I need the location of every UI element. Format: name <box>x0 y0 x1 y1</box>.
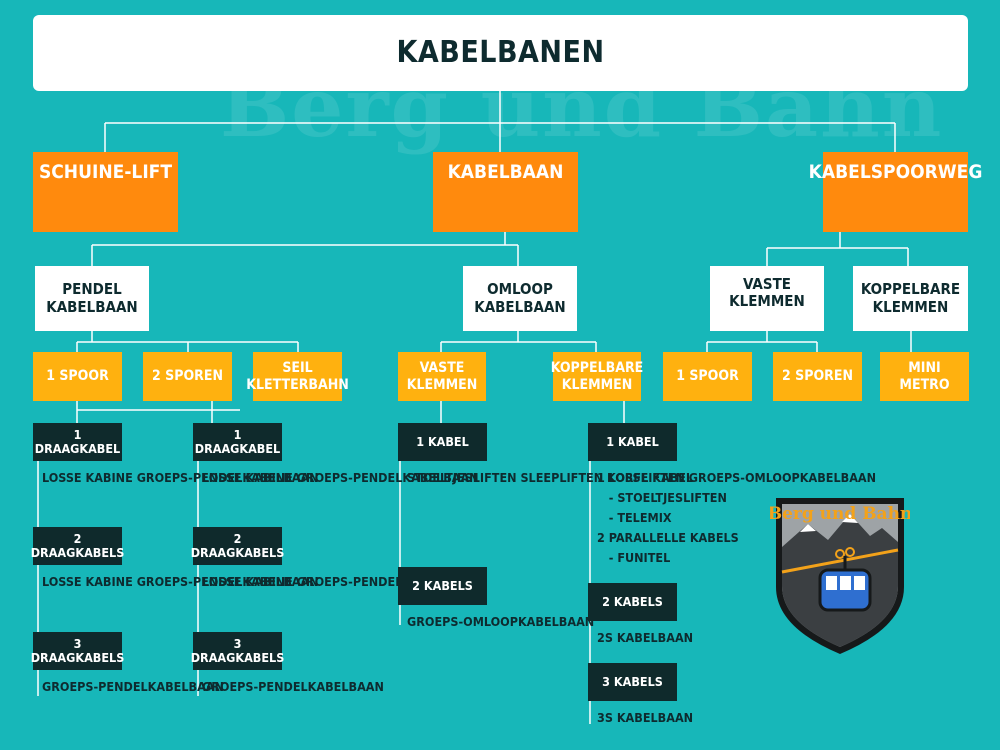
node-kabelspoorweg: KABELSPOORWEG <box>809 152 982 232</box>
list-c-1: STOELTJESLIFTEN SLEEPLIFTEN KORFLIFTEN G… <box>407 470 877 485</box>
berg-und-bahn-logo: Berg und Bahn <box>770 498 910 654</box>
node-schuine-lift: SCHUINE-LIFT <box>33 152 178 232</box>
node-vaste-klemmen-top: VASTE KLEMMEN <box>710 266 824 331</box>
gondola-window-icon <box>826 576 837 590</box>
node-d-2-kabels: 2 KABELS <box>588 583 677 621</box>
node-koppelbare-klemmen-top: KOPPELBARE KLEMMEN <box>853 266 968 331</box>
node-b-3-draagkabels: 3 DRAAGKABELS <box>191 632 284 670</box>
node-d-1-kabel: 1 KABEL <box>588 423 677 461</box>
logo-text: Berg und Bahn <box>770 504 910 524</box>
list-a-2: LOSSE KABINE GROEPS-PENDELKABELBAAN <box>42 574 319 589</box>
list-b-1: LOSSE KABINE GROEPS-PENDELKABELBAAN <box>202 470 479 485</box>
list-c-2: GROEPS-OMLOOPKABELBAAN <box>407 614 595 629</box>
node-a-1-draagkabel: 1 DRAAGKABEL <box>33 423 122 461</box>
list-d-3: 3S KABELBAAN <box>597 710 694 725</box>
gondola-window-icon-2 <box>840 576 851 590</box>
list-d-2: 2S KABELBAAN <box>597 630 694 645</box>
list-a-1: LOSSE KABINE GROEPS-PENDELKABELBAAN <box>42 470 319 485</box>
node-omloop-kabelbaan: OMLOOP KABELBAAN <box>463 266 577 331</box>
list-a-3: GROEPS-PENDELKABELBAAN <box>42 679 224 694</box>
node-right-2-sporen: 2 SPOREN <box>773 352 862 401</box>
node-pendel-kabelbaan: PENDEL KABELBAAN <box>35 266 149 331</box>
pulley-icon <box>835 549 845 559</box>
node-c-2-kabels: 2 KABELS <box>398 567 487 605</box>
node-b-2-draagkabels: 2 DRAAGKABELS <box>191 527 284 565</box>
node-seil-kletterbahn: SEIL KLETTERBAHN <box>246 352 349 401</box>
page-title: KABELBANEN <box>33 15 968 91</box>
pulley-icon-2 <box>845 547 855 557</box>
node-koppelbare-klemmen: KOPPELBARE KLEMMEN <box>551 352 643 401</box>
snow-cap-icon <box>800 514 858 532</box>
node-2-sporen: 2 SPOREN <box>143 352 232 401</box>
node-mini-metro: MINI METRO <box>880 352 969 401</box>
node-a-2-draagkabels: 2 DRAAGKABELS <box>31 527 124 565</box>
node-1-spoor: 1 SPOOR <box>33 352 122 401</box>
cable-line-icon <box>781 548 899 574</box>
list-b-3: GROEPS-PENDELKABELBAAN <box>202 679 384 694</box>
node-b-1-draagkabel: 1 DRAAGKABEL <box>193 423 282 461</box>
node-d-3-kabels: 3 KABELS <box>588 663 677 701</box>
list-d-1: 1 LOSSE KABEL - STOELTJESLIFTEN - TELEMI… <box>597 470 739 565</box>
node-kabelbaan: KABELBAAN <box>433 152 578 232</box>
node-a-3-draagkabels: 3 DRAAGKABELS <box>31 632 124 670</box>
node-c-1-kabel: 1 KABEL <box>398 423 487 461</box>
node-right-1-spoor: 1 SPOOR <box>663 352 752 401</box>
gondola-window-icon-3 <box>854 576 865 590</box>
node-vaste-klemmen: VASTE KLEMMEN <box>398 352 486 401</box>
